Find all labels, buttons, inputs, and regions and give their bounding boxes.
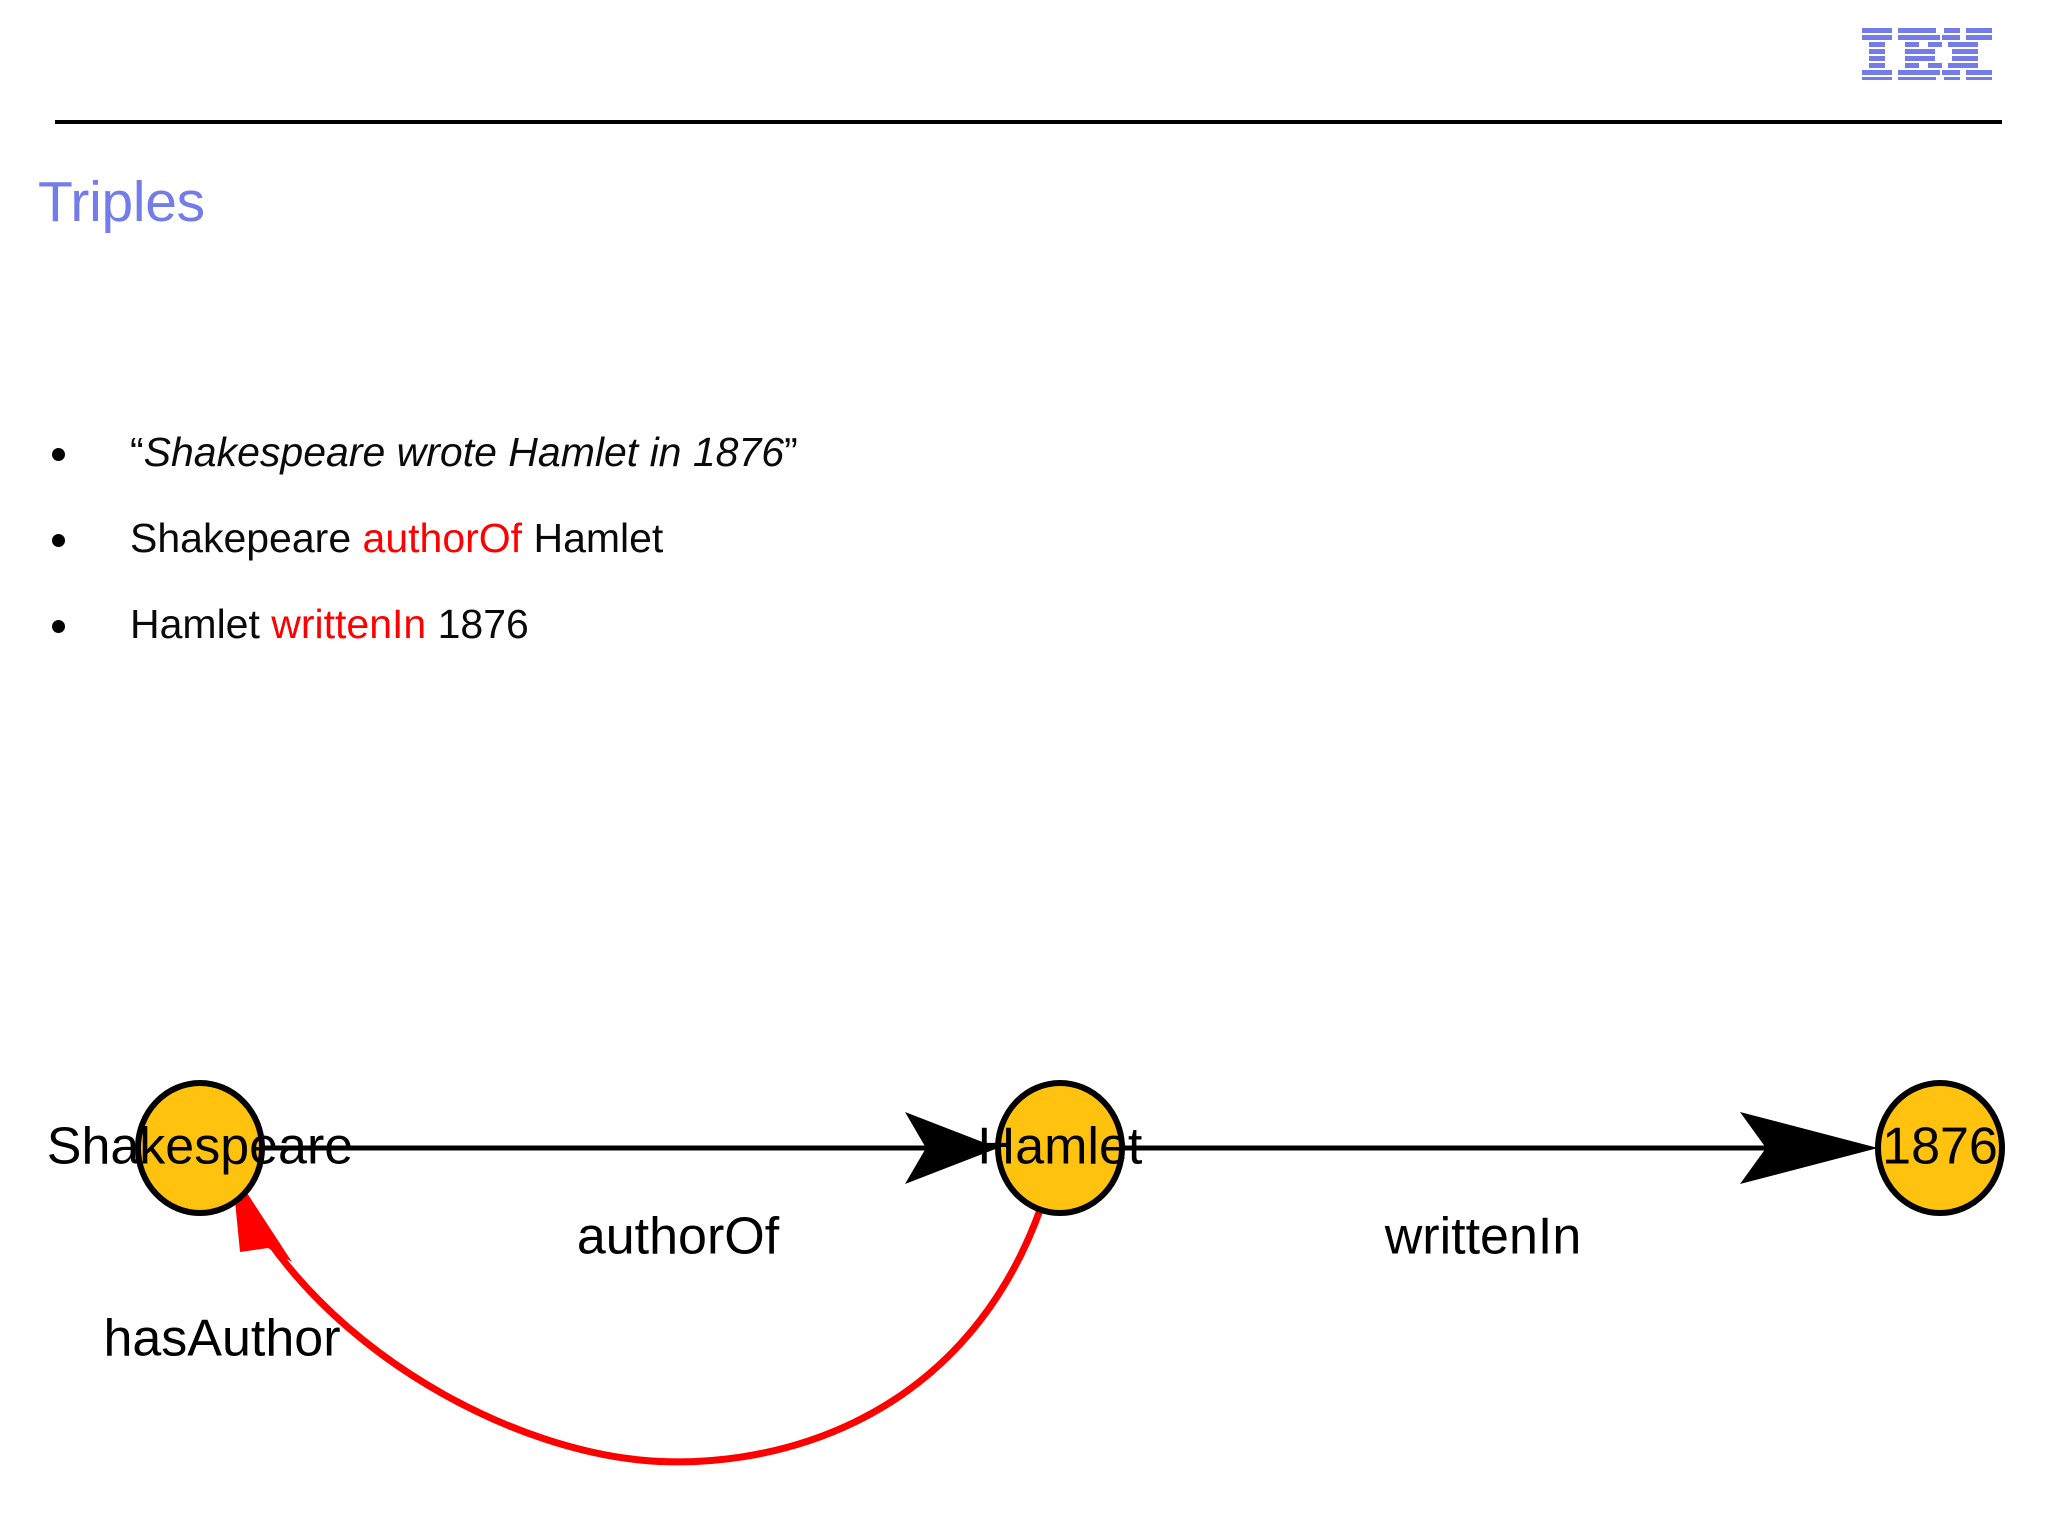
bullet-dot-icon (52, 448, 65, 461)
ibm-logo-svg (1862, 28, 1992, 80)
node-1876-circle[interactable] (1875, 1080, 2005, 1216)
node-shakespeare[interactable]: Shakespeare (47, 1080, 353, 1216)
ibm-logo (1862, 28, 1992, 80)
edge-authorOf (264, 1112, 998, 1184)
rdf-graph-diagram: Shakespeare Hamlet 1876 authorOf written… (0, 960, 2048, 1535)
quoted-sentence: Shakespeare wrote Hamlet in 1876 (143, 429, 785, 475)
edge-label-writtenIn: writtenIn (1384, 1208, 1582, 1266)
bullet-text-triple-1: Shakepeare authorOf Hamlet (130, 515, 663, 561)
close-quote: ” (784, 429, 798, 475)
list-item: Shakepeare authorOf Hamlet (52, 510, 1552, 596)
rdf-graph-svg: Shakespeare Hamlet 1876 authorOf written… (47, 1080, 2005, 1466)
bullet-text-triple-2: Hamlet writtenIn 1876 (130, 601, 529, 647)
list-item: Hamlet writtenIn 1876 (52, 596, 1552, 682)
triple-predicate: writtenIn (271, 601, 427, 647)
node-shakespeare-label: Shakespeare (47, 1118, 353, 1176)
triple-predicate: authorOf (362, 515, 523, 561)
page-title: Triples (38, 170, 205, 234)
edge-authorOf-arrowhead-icon (905, 1112, 998, 1184)
triple-object: Hamlet (522, 515, 664, 561)
node-hamlet[interactable]: Hamlet (978, 1080, 1143, 1216)
triple-subject: Shakepeare (130, 515, 363, 561)
node-shakespeare-circle[interactable] (135, 1080, 265, 1216)
edge-hasAuthor-curve (264, 1206, 1044, 1466)
bullet-dot-icon (52, 620, 65, 633)
bullet-list: “Shakespeare wrote Hamlet in 1876” Shake… (52, 424, 1552, 682)
open-quote: “ (130, 429, 144, 475)
edge-label-authorOf: authorOf (577, 1208, 780, 1266)
triple-object: 1876 (426, 601, 529, 647)
triple-subject: Hamlet (130, 601, 272, 647)
edge-label-hasAuthor: hasAuthor (103, 1310, 340, 1368)
edge-writtenIn (1124, 1112, 1878, 1184)
node-hamlet-circle[interactable] (995, 1080, 1125, 1216)
bullet-text-quote: “Shakespeare wrote Hamlet in 1876” (130, 429, 798, 475)
node-1876[interactable]: 1876 (1875, 1080, 2005, 1216)
list-item: “Shakespeare wrote Hamlet in 1876” (52, 424, 1552, 510)
node-hamlet-label: Hamlet (978, 1118, 1143, 1176)
node-1876-label: 1876 (1882, 1118, 1998, 1176)
bullet-dot-icon (52, 534, 65, 547)
header-divider (55, 120, 2002, 124)
edge-writtenIn-arrowhead-icon (1740, 1112, 1878, 1184)
